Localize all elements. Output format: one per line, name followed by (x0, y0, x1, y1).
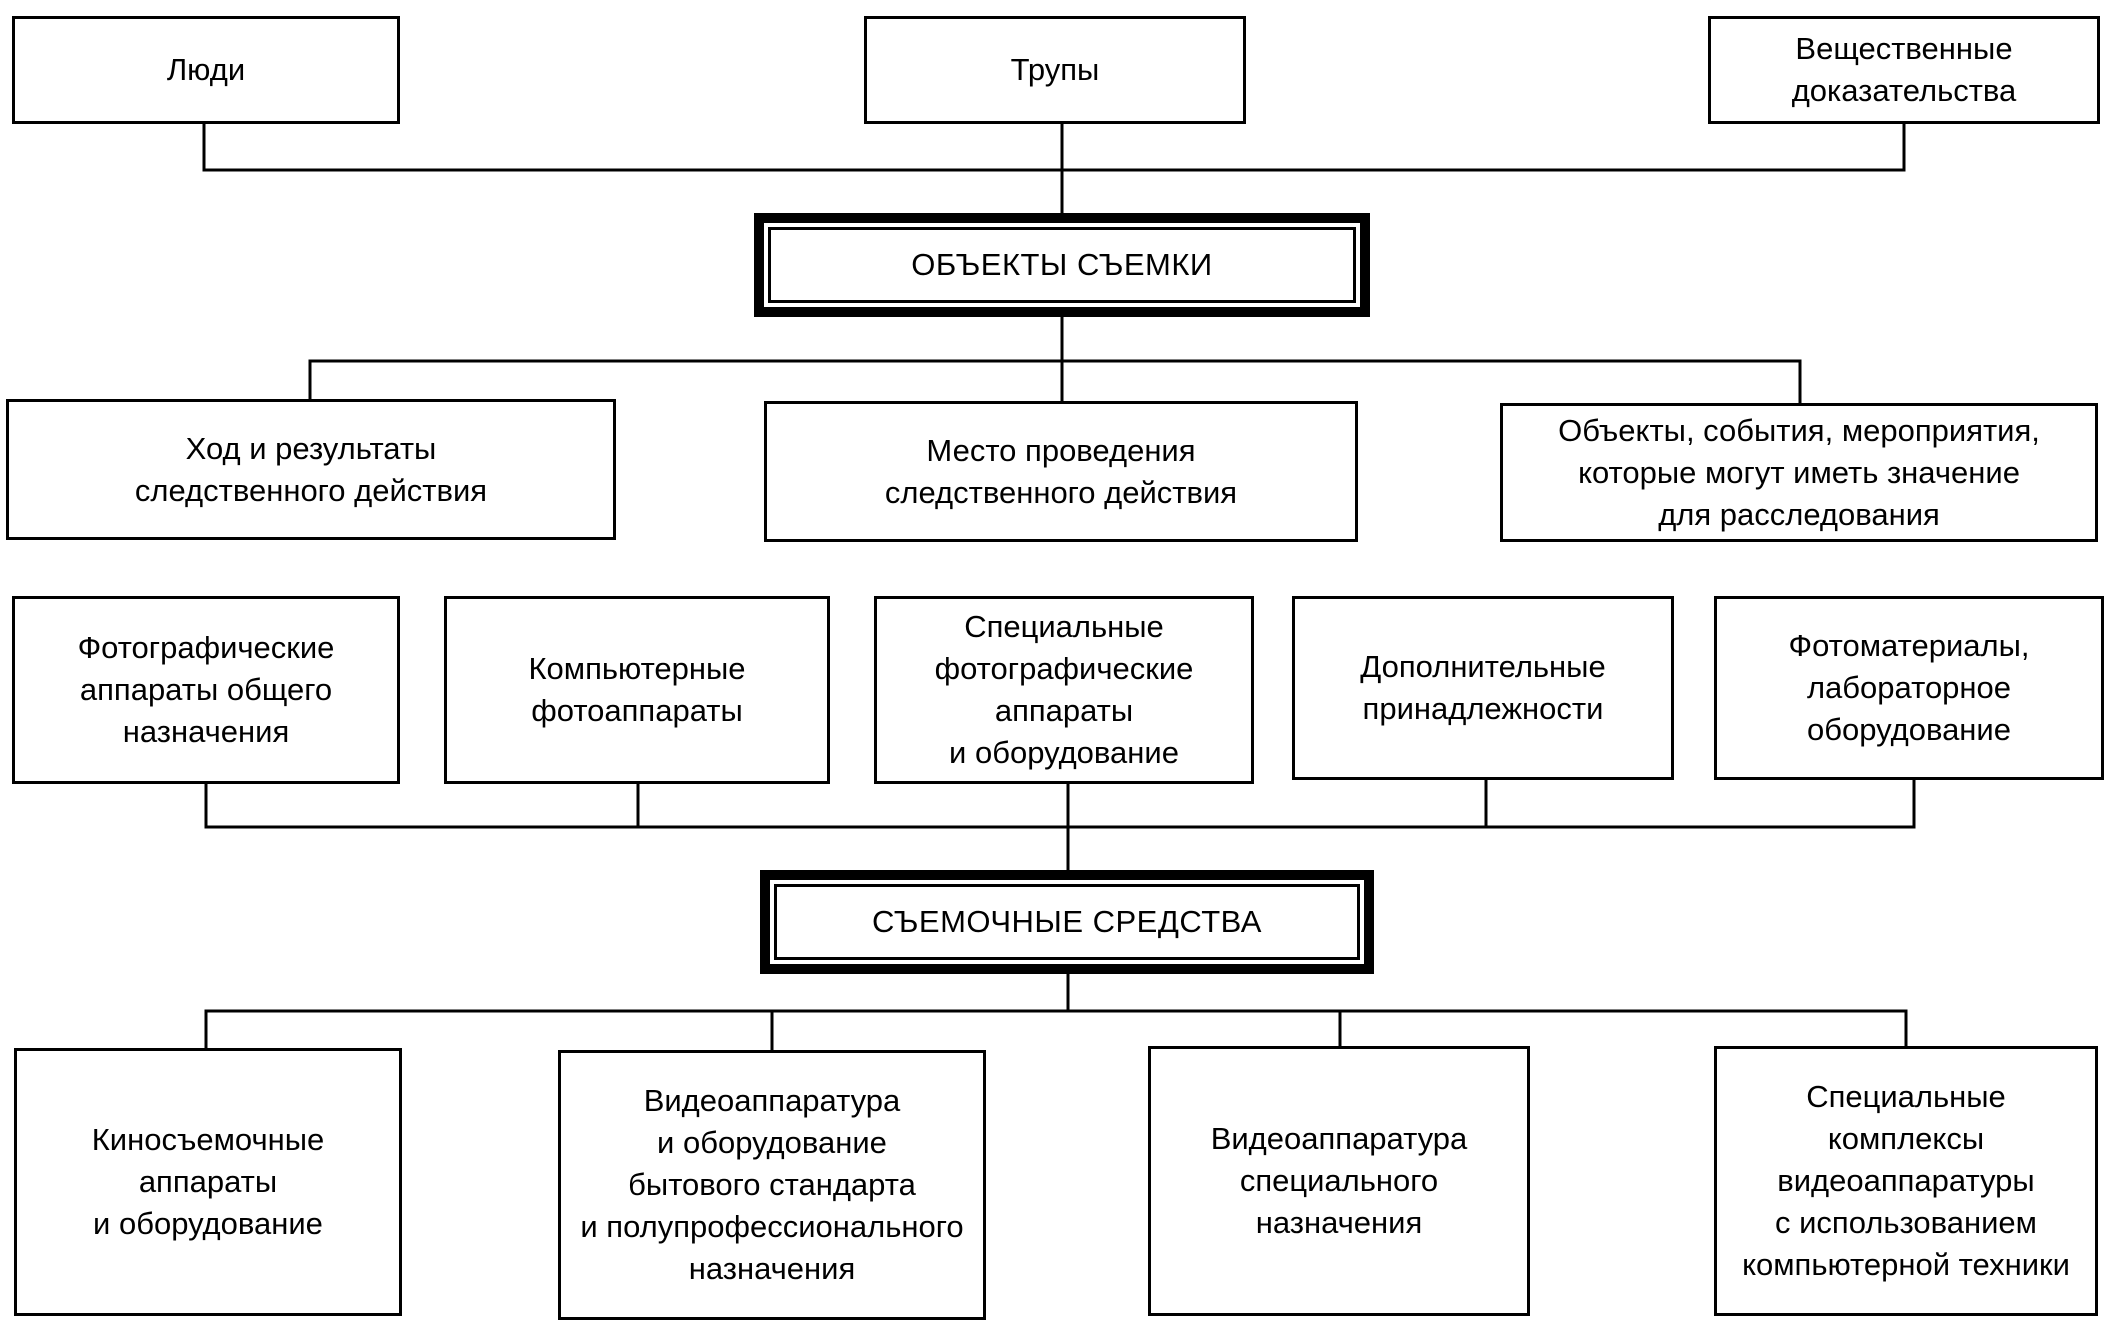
node-special-video: Видеоаппаратура специального назначения (1148, 1046, 1530, 1316)
node-people: Люди (12, 16, 400, 124)
node-accessories: Дополнительные принадлежности (1292, 596, 1674, 780)
node-photo-materials: Фотоматериалы, лабораторное оборудование (1714, 596, 2104, 780)
node-film-cameras: Киносъемочные аппараты и оборудование (14, 1048, 402, 1316)
node-place-of-action: Место проведения следственного действия (764, 401, 1358, 542)
node-computer-cameras: Компьютерные фотоаппараты (444, 596, 830, 784)
hub-shooting-means-label: СЪЕМОЧНЫЕ СРЕДСТВА (774, 884, 1360, 960)
node-corpses: Трупы (864, 16, 1246, 124)
node-general-cameras: Фотографические аппараты общего назначен… (12, 596, 400, 784)
node-physical-evidence: Вещественные доказательства (1708, 16, 2100, 124)
node-special-cameras: Специальные фотографические аппараты и о… (874, 596, 1254, 784)
hub-shooting-objects: ОБЪЕКТЫ СЪЕМКИ (754, 213, 1370, 317)
node-computer-video-complexes: Специальные комплексы видеоаппаратуры с … (1714, 1046, 2098, 1316)
node-course-and-results: Ход и результаты следственного действия (6, 399, 616, 540)
hub-shooting-means: СЪЕМОЧНЫЕ СРЕДСТВА (760, 870, 1374, 974)
hub-shooting-objects-label: ОБЪЕКТЫ СЪЕМКИ (768, 227, 1356, 303)
node-events-and-objects: Объекты, события, мероприятия, которые м… (1500, 403, 2098, 542)
node-household-video: Видеоаппаратура и оборудование бытового … (558, 1050, 986, 1320)
